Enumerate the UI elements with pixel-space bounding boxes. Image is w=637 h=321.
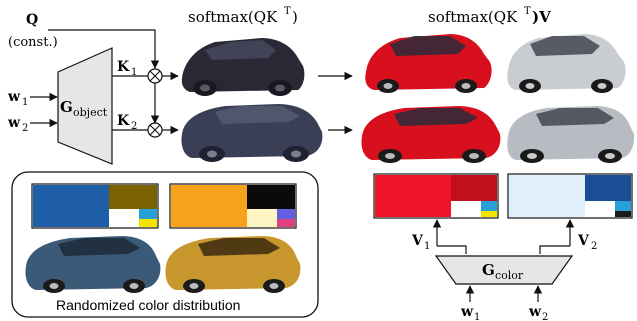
lightblue-color-palette <box>507 173 633 219</box>
dark-car-image-1 <box>181 38 305 96</box>
svg-text:K: K <box>117 113 130 129</box>
blue-car-image <box>25 236 161 293</box>
red-car-image-2 <box>361 106 501 163</box>
svg-text:G: G <box>60 98 73 116</box>
silver-car-image-1 <box>507 34 626 93</box>
blue-color-palette <box>31 183 159 229</box>
svg-text:)V: )V <box>532 8 551 26</box>
circled-times-icon <box>149 70 161 82</box>
dark-car-image-2 <box>181 104 323 162</box>
multiply-node-2 <box>147 122 163 138</box>
w1-input-label: w 1 <box>7 89 28 108</box>
svg-text:1: 1 <box>22 97 28 108</box>
svg-text:K: K <box>117 59 130 75</box>
k1-label: K 1 <box>117 59 137 78</box>
svg-text:1: 1 <box>424 241 430 252</box>
svg-text:): ) <box>292 8 298 26</box>
multiply-node-1 <box>147 68 163 84</box>
k2-label: K 2 <box>117 113 137 132</box>
softmax-qk-title: softmax(QK T ) <box>188 6 298 26</box>
svg-text:2: 2 <box>131 121 137 132</box>
q-label: Q (const.) <box>8 12 58 50</box>
svg-text:2: 2 <box>542 312 548 321</box>
gold-car-image <box>165 236 301 293</box>
svg-text:Q: Q <box>26 12 38 28</box>
svg-text:color: color <box>495 269 524 282</box>
orange-color-palette <box>169 183 297 229</box>
svg-text:T: T <box>284 6 291 17</box>
g-object-label: G object <box>60 98 108 119</box>
g-color-block <box>434 255 574 285</box>
w2-bottom-label: w 2 <box>528 304 548 321</box>
g-color-label: G color <box>482 261 524 282</box>
svg-text:V: V <box>411 233 424 249</box>
v2-route <box>539 245 570 254</box>
randomized-caption: Randomized color distribution <box>56 297 240 313</box>
v1-route <box>437 245 467 254</box>
v1-label: V 1 <box>411 233 430 252</box>
red-car-image-1 <box>365 34 492 93</box>
v2-label: V 2 <box>577 233 597 252</box>
svg-text:w: w <box>7 89 21 105</box>
g-object-block <box>57 47 113 165</box>
svg-text:w: w <box>7 115 21 131</box>
w1-bottom-label: w 1 <box>460 304 480 321</box>
svg-text:2: 2 <box>591 241 597 252</box>
svg-text:softmax(QK: softmax(QK <box>428 8 518 26</box>
svg-text:object: object <box>73 106 108 119</box>
circled-times-icon <box>149 124 161 136</box>
silver-car-image-2 <box>507 106 635 163</box>
svg-text:softmax(QK: softmax(QK <box>188 8 278 26</box>
softmax-qkv-title: softmax(QK T )V <box>428 6 551 26</box>
svg-text:2: 2 <box>22 123 28 134</box>
svg-text:G: G <box>482 261 495 279</box>
svg-text:1: 1 <box>474 312 480 321</box>
svg-text:T: T <box>524 6 531 17</box>
svg-text:w: w <box>460 304 474 320</box>
w2-input-label: w 2 <box>7 115 28 134</box>
red-color-palette <box>373 173 499 219</box>
q-to-k1-line <box>48 29 160 69</box>
svg-text:w: w <box>528 304 542 320</box>
svg-text:V: V <box>577 233 590 249</box>
svg-text:(const.): (const.) <box>8 35 58 50</box>
svg-text:1: 1 <box>131 67 137 78</box>
